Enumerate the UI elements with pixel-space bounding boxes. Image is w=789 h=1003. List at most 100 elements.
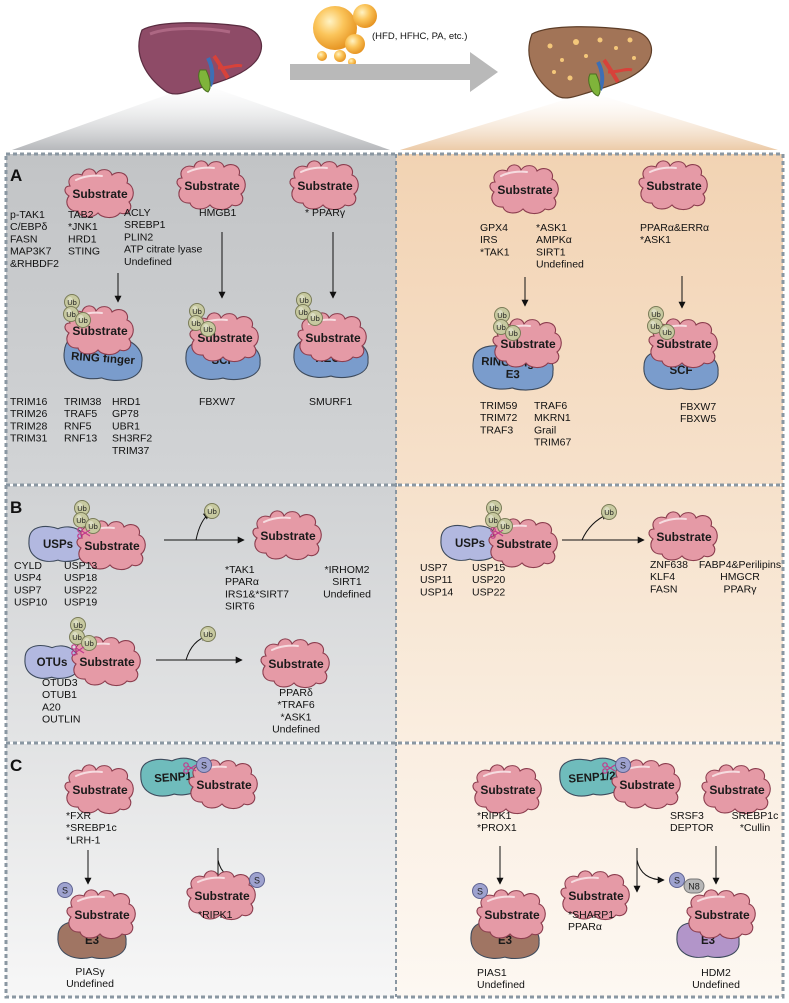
label-line: *TRAF6 bbox=[277, 699, 315, 711]
label-block-a3-col1: * PPARγ bbox=[305, 207, 346, 219]
section-letter-b: B bbox=[10, 498, 22, 517]
ubiquitin-icon: Ub bbox=[486, 500, 502, 516]
ub-label: Ub bbox=[203, 325, 213, 334]
label-line: TRIM72 bbox=[480, 412, 518, 424]
fatty-cone bbox=[400, 92, 778, 150]
sumo-icon: S bbox=[196, 757, 212, 773]
fatty-liver-icon bbox=[528, 26, 652, 99]
ubiquitin-icon: Ub bbox=[307, 310, 323, 326]
ub-label: Ub bbox=[207, 507, 217, 516]
sumo-icon: S bbox=[249, 872, 265, 888]
label-line: AMPKα bbox=[536, 234, 572, 246]
sumo-icon: S bbox=[57, 882, 73, 898]
substrate-a1: Substrate bbox=[63, 167, 135, 219]
enzyme-label: OTUs bbox=[37, 657, 68, 669]
label-line: USP20 bbox=[472, 574, 505, 586]
ub-label: Ub bbox=[73, 621, 83, 630]
substrate-a5-ub: Substrate bbox=[647, 317, 719, 369]
label-line: USP13 bbox=[64, 560, 97, 572]
substrate-label: Substrate bbox=[184, 179, 240, 193]
label-line: USP18 bbox=[64, 572, 97, 584]
label-line: PPARδ bbox=[279, 687, 313, 699]
enzyme-label: USPs bbox=[455, 538, 485, 550]
label-line: *LRH-1 bbox=[66, 834, 101, 846]
enzyme-label: RING finger bbox=[71, 351, 136, 367]
label-line: *IRHOM2 bbox=[325, 564, 370, 576]
substrate-label: Substrate bbox=[694, 908, 750, 922]
label-line: HDM2 bbox=[701, 967, 731, 979]
substrate-label: Substrate bbox=[568, 889, 624, 903]
label-block-c5-col2: SREBP1c*Cullin bbox=[732, 810, 779, 834]
label-line: USP15 bbox=[472, 562, 505, 574]
label-line: PLIN2 bbox=[124, 231, 153, 243]
substrate-label: Substrate bbox=[480, 783, 536, 797]
ubiquitin-icon: Ub bbox=[494, 307, 510, 323]
label-line: C/EBPδ bbox=[10, 221, 48, 233]
label-line: SREBP1c bbox=[732, 810, 779, 822]
label-line: *RIPK1 bbox=[198, 909, 233, 921]
label-line: Undefined bbox=[272, 724, 320, 736]
scissors-icon bbox=[602, 762, 616, 774]
label-line: HMGCR bbox=[720, 571, 760, 583]
substrate-label: Substrate bbox=[268, 657, 324, 671]
substrate-label: Substrate bbox=[646, 179, 702, 193]
label-line: Undefined bbox=[536, 259, 584, 271]
label-line: PPARγ bbox=[723, 583, 757, 595]
enzyme-label: SENP1 bbox=[154, 771, 193, 786]
substrate-c5-neddyl: Substrate bbox=[685, 888, 757, 940]
ubiquitin-icon: Ub bbox=[189, 303, 205, 319]
label-line: SMURF1 bbox=[309, 396, 352, 408]
label-line: TAB2 bbox=[68, 209, 94, 221]
usps-enzyme-right: USPs bbox=[440, 524, 500, 562]
ub-label: Ub bbox=[651, 310, 661, 319]
substrate-label: Substrate bbox=[194, 889, 250, 903]
ub-label: Ub bbox=[298, 308, 308, 317]
ub-label: Ub bbox=[489, 504, 499, 513]
label-block-a3-e3: SMURF1 bbox=[309, 396, 352, 408]
substrate-c5: Substrate bbox=[700, 763, 772, 815]
ubiquitin-icon: Ub bbox=[647, 318, 663, 334]
label-line: TRIM26 bbox=[10, 408, 48, 420]
enzyme-label: SCF bbox=[670, 365, 693, 377]
label-line: OTUD3 bbox=[42, 677, 78, 689]
label-line: *TAK1 bbox=[480, 246, 510, 258]
substrate-c2-result: Substrate bbox=[185, 869, 257, 921]
label-line: Undefined bbox=[124, 256, 172, 268]
ub-label: Ub bbox=[496, 323, 506, 332]
label-line: PPARα&ERRα bbox=[640, 222, 709, 234]
substrate-b3: Substrate bbox=[487, 517, 559, 569]
ub-label: Ub bbox=[662, 328, 672, 337]
label-line: USP19 bbox=[64, 597, 97, 609]
label-block-a2-e3: FBXW7 bbox=[199, 396, 235, 408]
substrate-a4: Substrate bbox=[488, 163, 560, 215]
label-line: USP4 bbox=[14, 572, 42, 584]
label-line: TRAF3 bbox=[480, 424, 513, 436]
label-block-c1-col1: *FXR*SREBP1c*LRH-1 bbox=[66, 810, 117, 846]
s-label: S bbox=[62, 886, 68, 896]
substrate-label: Substrate bbox=[196, 778, 252, 792]
label-line: OUTLIN bbox=[42, 714, 81, 726]
substrate-c4: Substrate bbox=[610, 758, 682, 810]
label-line: MKRN1 bbox=[534, 412, 571, 424]
n8-label: N8 bbox=[688, 882, 700, 892]
label-line: TRIM38 bbox=[64, 396, 102, 408]
label-line: *ASK1 bbox=[640, 234, 671, 246]
substrate-label: Substrate bbox=[297, 179, 353, 193]
substrate-c3-sumo: Substrate bbox=[475, 888, 547, 940]
substrate-label: Substrate bbox=[79, 655, 135, 669]
s-label: S bbox=[477, 887, 483, 897]
label-line: IRS bbox=[480, 234, 498, 246]
enzyme-label: E3 bbox=[506, 369, 520, 381]
label-line: TRIM37 bbox=[112, 445, 150, 457]
